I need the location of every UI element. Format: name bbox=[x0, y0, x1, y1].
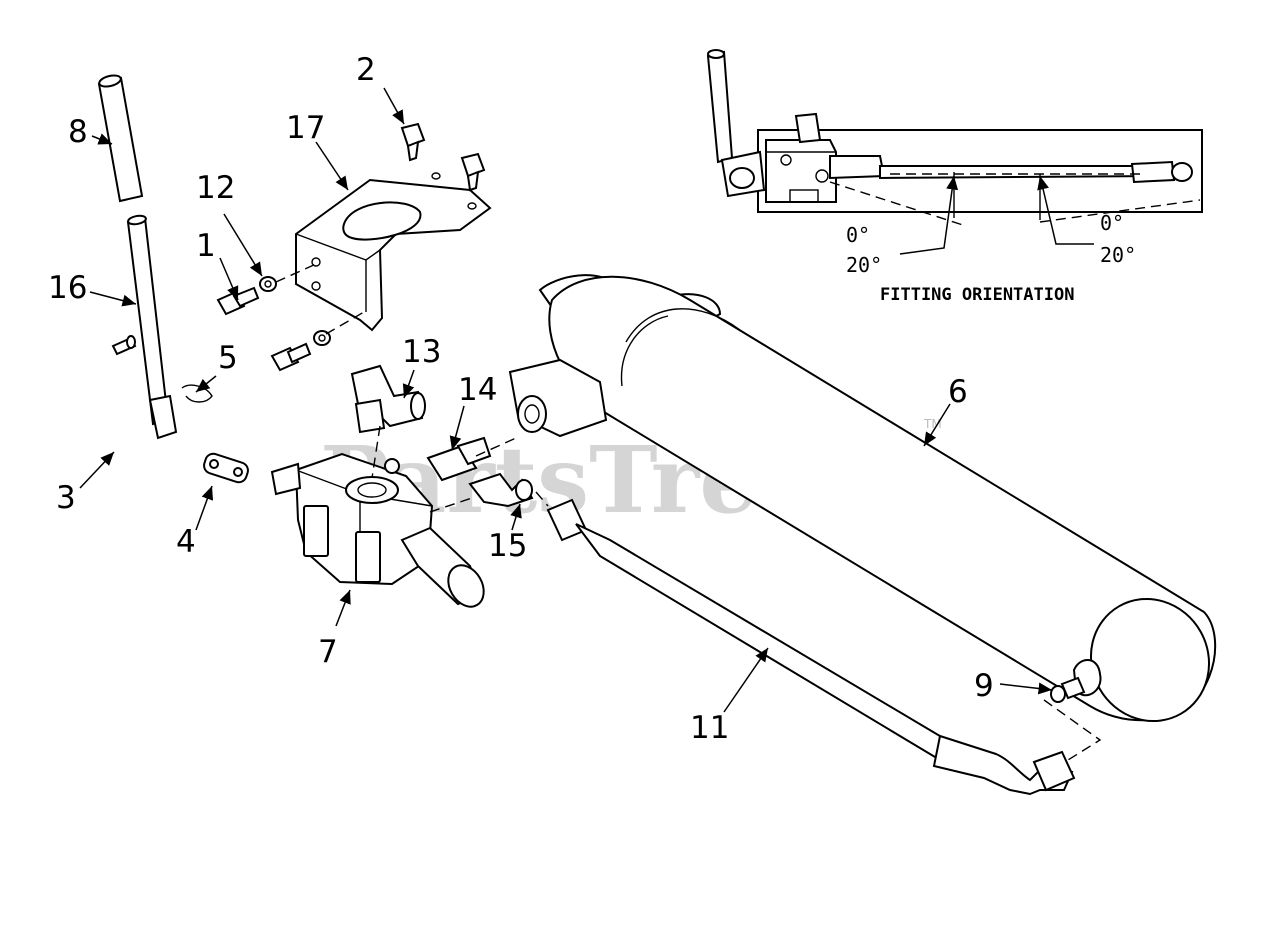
part-16-handle-rod bbox=[126, 214, 178, 440]
callout-13: 13 bbox=[402, 334, 441, 370]
part-3-clevis-pin bbox=[111, 335, 137, 356]
part-14-straight-fitting bbox=[426, 436, 492, 482]
callout-11: 11 bbox=[690, 710, 729, 746]
callout-14: 14 bbox=[458, 372, 497, 408]
callout-15: 15 bbox=[488, 528, 527, 564]
inset-caption: FITTING ORIENTATION bbox=[880, 285, 1074, 305]
leader-lines bbox=[79, 87, 1053, 713]
callout-6: 6 bbox=[948, 374, 968, 410]
callout-16: 16 bbox=[48, 270, 87, 306]
part-17-mounting-bracket bbox=[295, 172, 492, 332]
callout-7: 7 bbox=[318, 634, 338, 670]
callout-12: 12 bbox=[196, 170, 235, 206]
callout-3: 3 bbox=[56, 480, 76, 516]
callout-9: 9 bbox=[974, 668, 994, 704]
callout-1: 1 bbox=[196, 228, 216, 264]
part-11-hydraulic-hose bbox=[546, 498, 1076, 796]
assembly-guide-lines bbox=[275, 263, 1102, 761]
part-7-hydraulic-valve bbox=[270, 452, 485, 608]
part-12-lock-washers bbox=[259, 276, 331, 346]
inset-left-zero-label: 0° bbox=[846, 223, 870, 247]
part-13-elbow-fitting bbox=[350, 364, 426, 434]
inset-left-twenty-label: 20° bbox=[846, 253, 882, 277]
callout-5: 5 bbox=[218, 340, 238, 376]
callout-17: 17 bbox=[286, 110, 325, 146]
part-2-bolts bbox=[400, 122, 486, 192]
watermark-trademark: TM bbox=[923, 417, 942, 431]
part-9-oring-fitting bbox=[1050, 676, 1086, 703]
callout-8: 8 bbox=[68, 114, 88, 150]
part-6-hydraulic-cylinder bbox=[508, 274, 1217, 723]
fitting-orientation-inset bbox=[706, 49, 1203, 255]
inset-right-twenty-label: 20° bbox=[1100, 243, 1136, 267]
part-8-handle-grip bbox=[97, 74, 144, 203]
callout-4: 4 bbox=[176, 524, 196, 560]
inset-right-zero-label: 0° bbox=[1100, 211, 1124, 235]
part-4-chain-link bbox=[203, 452, 249, 484]
part-15-elbow-fitting bbox=[468, 472, 534, 508]
part-5-hairpin-clip bbox=[181, 384, 213, 403]
callout-2: 2 bbox=[356, 52, 376, 88]
